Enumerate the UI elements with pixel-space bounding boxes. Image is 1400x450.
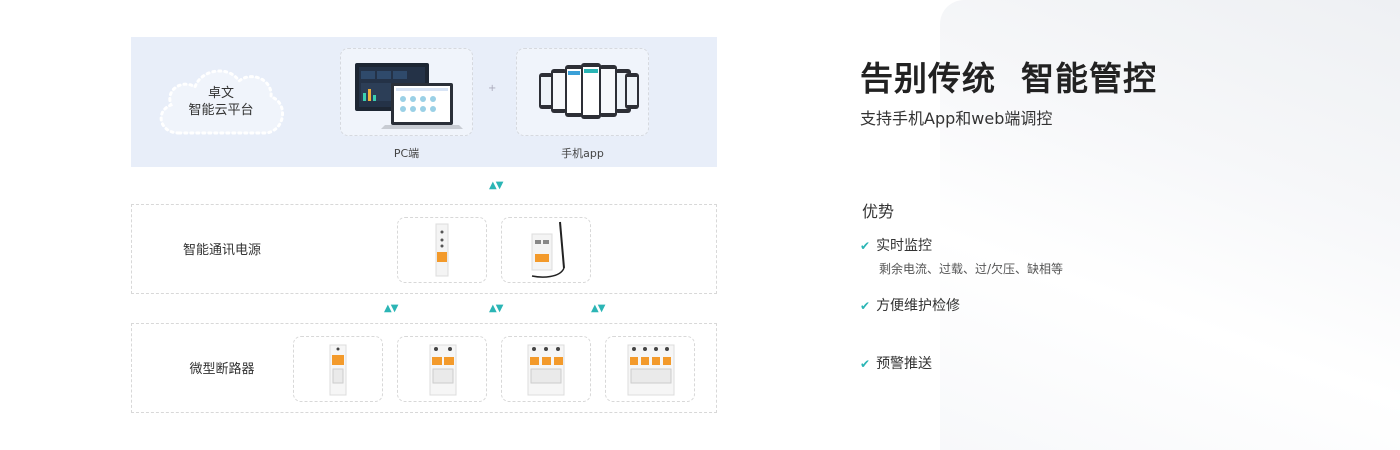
check-icon: ✔ xyxy=(860,299,871,313)
power-row-label: 智能通讯电源 xyxy=(182,243,261,258)
phones-icon xyxy=(539,63,639,119)
breaker-4p-box xyxy=(605,336,695,402)
breaker-2p-box xyxy=(397,336,487,402)
laptop-monitor-icon xyxy=(355,63,463,129)
cloud-icon xyxy=(159,69,284,135)
right-background xyxy=(940,0,1400,450)
advantage-label: 实时监控 xyxy=(876,238,933,254)
advantages-heading: 优势 xyxy=(862,202,895,221)
platform-row: 卓文 智能云平台 xyxy=(131,37,717,167)
plus-sign: + xyxy=(488,83,497,94)
advantage-item: ✔ 方便维护检修 xyxy=(860,295,960,315)
arrow-updown-icon-3: ▲▼ xyxy=(591,303,605,314)
app-label: 手机app xyxy=(561,147,604,160)
breaker-3p-icon xyxy=(527,344,565,396)
breaker-3p-box xyxy=(501,336,591,402)
cloud-title-line1: 卓文 xyxy=(207,86,234,101)
cloud-platform: 卓文 智能云平台 xyxy=(151,55,291,145)
page-subtitle: 支持手机App和web端调控 xyxy=(860,109,1053,128)
breaker-1p-icon xyxy=(329,344,347,396)
cloud-title-line2: 智能云平台 xyxy=(188,103,254,118)
breaker-2p-icon xyxy=(429,344,457,396)
breaker-row-label: 微型断路器 xyxy=(189,362,255,377)
power-module-icon xyxy=(435,223,449,277)
breaker-row: 微型断路器 xyxy=(131,323,717,413)
arrow-updown-icon: ▲▼ xyxy=(489,180,503,191)
arrow-updown-icon-2: ▲▼ xyxy=(489,303,503,314)
check-icon: ✔ xyxy=(860,239,871,253)
advantage-item: ✔ 预警推送 xyxy=(860,353,932,373)
advantage-item: ✔ 实时监控 xyxy=(860,235,932,255)
power-module-box xyxy=(397,217,487,283)
arrow-updown-icon-1: ▲▼ xyxy=(384,303,398,314)
pc-device-box xyxy=(340,48,473,136)
app-device-box xyxy=(516,48,649,136)
breaker-4p-icon xyxy=(627,344,675,396)
power-row: 智能通讯电源 xyxy=(131,204,717,294)
pc-label: PC端 xyxy=(393,147,420,160)
advantage-desc: 剩余电流、过载、过/欠压、缺相等 xyxy=(879,262,1064,276)
antenna-module-icon xyxy=(531,221,565,278)
advantage-label: 预警推送 xyxy=(876,356,933,372)
check-icon: ✔ xyxy=(860,357,871,371)
antenna-module-box xyxy=(501,217,591,283)
breaker-1p-box xyxy=(293,336,383,402)
page-title: 告别传统 智能管控 xyxy=(860,59,1157,98)
advantage-label: 方便维护检修 xyxy=(876,298,961,314)
